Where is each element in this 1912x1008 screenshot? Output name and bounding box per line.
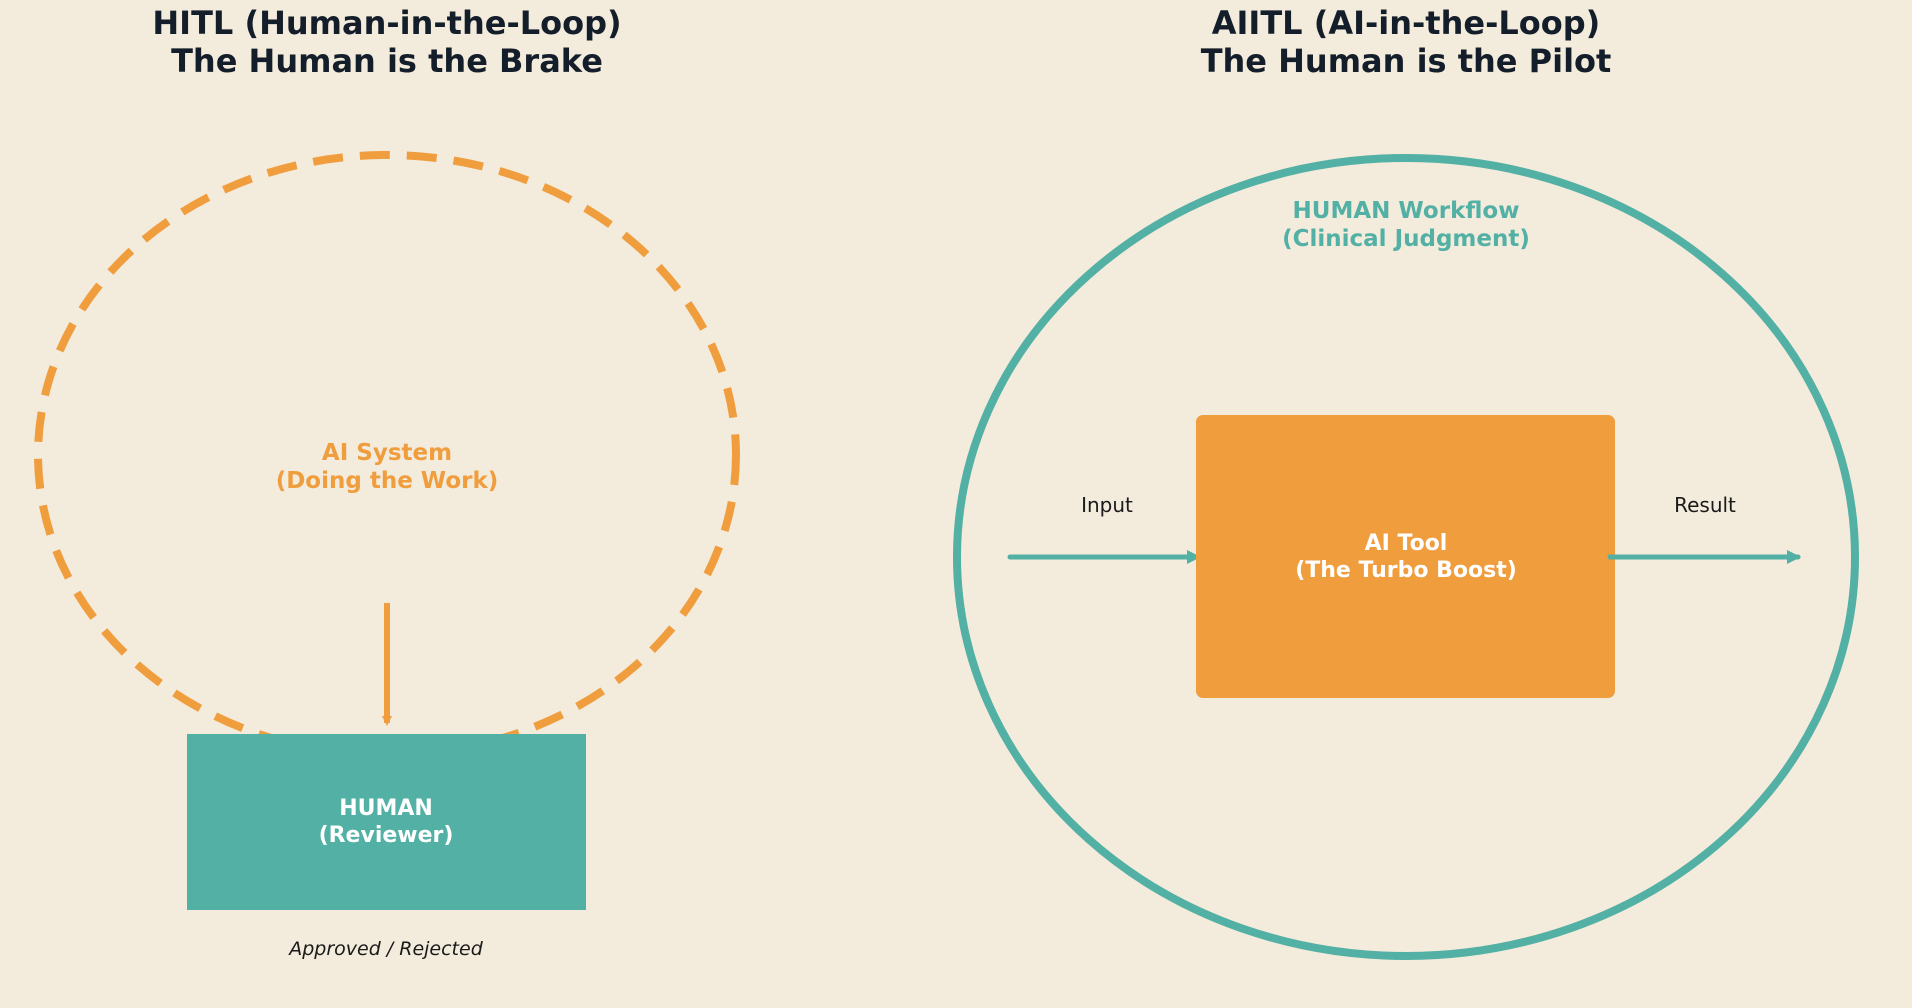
ai-system-label-line2: (Doing the Work) xyxy=(276,468,499,494)
human-reviewer-box xyxy=(187,734,586,910)
ai-tool-box xyxy=(1196,415,1615,698)
aiitl-title-line2: The Human is the Pilot xyxy=(1201,42,1612,80)
aiitl-panel: AIITL (AI-in-the-Loop) The Human is the … xyxy=(953,4,1859,960)
input-label: Input xyxy=(1081,493,1133,517)
human-workflow-label-line2: (Clinical Judgment) xyxy=(1282,226,1530,252)
result-label: Result xyxy=(1674,493,1736,517)
hitl-title-line1: HITL (Human-in-the-Loop) xyxy=(152,4,621,42)
ai-tool-label-line1: AI Tool xyxy=(1365,531,1448,556)
ai-tool-label-line2: (The Turbo Boost) xyxy=(1295,558,1517,583)
aiitl-title-line1: AIITL (AI-in-the-Loop) xyxy=(1212,4,1601,42)
ai-system-label-line1: AI System xyxy=(322,440,452,466)
ai-system-boundary xyxy=(34,151,740,759)
hitl-title-line2: The Human is the Brake xyxy=(171,42,603,80)
human-reviewer-label-line1: HUMAN xyxy=(339,796,433,821)
approval-outcome-label: Approved / Rejected xyxy=(287,938,483,960)
human-workflow-boundary xyxy=(953,154,1859,960)
hitl-panel: HITL (Human-in-the-Loop) The Human is th… xyxy=(34,4,740,960)
human-workflow-label-line1: HUMAN Workflow xyxy=(1293,198,1520,224)
human-reviewer-label-line2: (Reviewer) xyxy=(319,823,454,848)
